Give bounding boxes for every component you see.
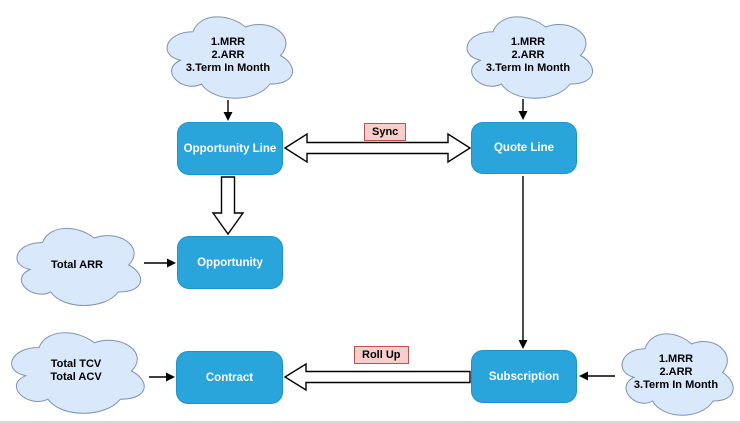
arrow-cloud-to-opportunity-line	[223, 100, 233, 121]
cloud-top-left: 1.MRR 2.ARR 3.Term In Month	[158, 8, 298, 103]
node-subscription: Subscription	[471, 350, 577, 403]
cloud-shape	[8, 220, 146, 310]
cloud-top-left-text: 1.MRR 2.ARR 3.Term In Month	[158, 8, 298, 103]
cloud-bottom-right-text: 1.MRR 2.ARR 3.Term In Month	[614, 325, 738, 420]
cloud-shape	[2, 324, 150, 418]
edge-label-text: Roll Up	[362, 349, 401, 361]
cloud-line: 3.Term In Month	[485, 62, 571, 74]
node-label: Contract	[205, 371, 254, 384]
node-opportunity-line: Opportunity Line	[177, 122, 283, 175]
node-quote-line: Quote Line	[471, 122, 577, 174]
cloud-line: 1.MRR	[510, 36, 546, 48]
cloud-line: 1.MRR	[658, 353, 694, 365]
arrow-cloud-to-subscription	[579, 371, 615, 381]
arrow-cloud-to-quote-line	[518, 99, 528, 120]
arrow-opportunity-line-to-opportunity	[211, 176, 245, 236]
arrow-total-arr-to-opportunity	[144, 258, 176, 268]
node-label: Opportunity	[197, 256, 263, 269]
node-label: Subscription	[488, 370, 560, 383]
cloud-top-right: 1.MRR 2.ARR 3.Term In Month	[458, 8, 598, 103]
node-label: Opportunity Line	[183, 142, 277, 155]
cloud-total-tcv-acv-text: Total TCV Total ACV	[2, 324, 150, 418]
edge-label-roll-up: Roll Up	[354, 346, 409, 364]
node-label: Quote Line	[493, 142, 555, 154]
node-contract: Contract	[176, 351, 283, 404]
cloud-top-right-text: 1.MRR 2.ARR 3.Term In Month	[458, 8, 598, 103]
arrow-sync-bidirectional	[283, 132, 472, 164]
cloud-line: 2.ARR	[211, 49, 245, 61]
cloud-line: 1.MRR	[210, 36, 246, 48]
cloud-total-tcv-acv: Total TCV Total ACV	[2, 324, 150, 418]
cloud-shape	[158, 8, 298, 103]
node-opportunity: Opportunity	[177, 236, 283, 289]
cloud-line: 3.Term In Month	[185, 62, 271, 74]
cloud-line: 2.ARR	[511, 49, 545, 61]
arrow-quote-line-to-subscription	[518, 176, 528, 349]
cloud-line: 3.Term In Month	[633, 379, 719, 391]
cloud-total-arr-text: Total ARR	[8, 220, 146, 310]
cloud-shape	[458, 8, 598, 103]
edge-label-sync: Sync	[364, 123, 407, 141]
cloud-line: Total ARR	[51, 258, 103, 271]
arrow-total-tcv-acv-to-contract	[149, 372, 175, 382]
cloud-total-arr: Total ARR	[8, 220, 146, 310]
arrow-rollup-subscription-to-contract	[283, 362, 471, 392]
cloud-shape	[614, 325, 738, 420]
cloud-line: 2.ARR	[659, 366, 693, 378]
cloud-line: Total TCV	[50, 358, 102, 370]
edge-label-text: Sync	[372, 126, 399, 138]
cloud-bottom-right: 1.MRR 2.ARR 3.Term In Month	[614, 325, 738, 420]
cloud-line: Total ACV	[50, 371, 102, 383]
